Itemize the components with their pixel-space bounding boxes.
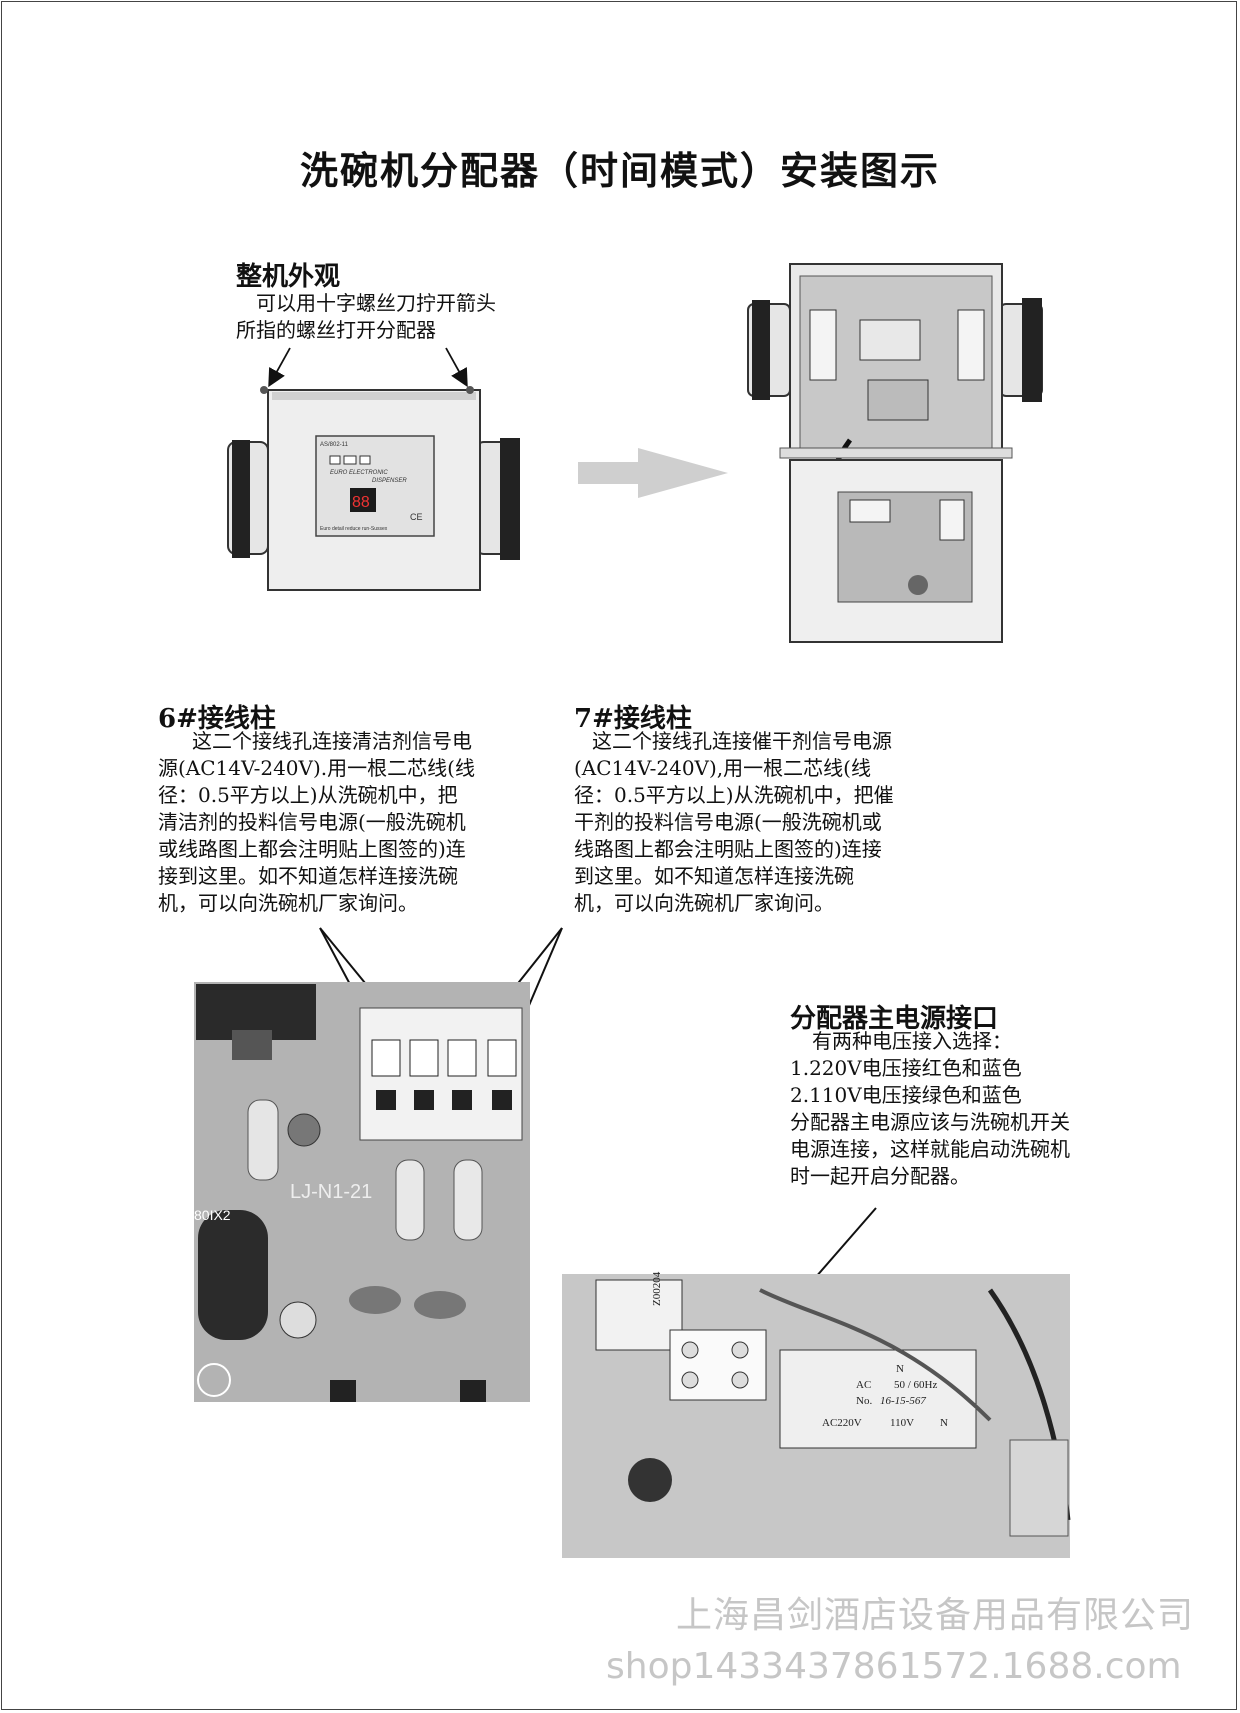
rating-110: 110V [890, 1417, 914, 1429]
power-heading: 分配器主电源接口 [790, 1004, 999, 1034]
terminal7-heading: 7#接线柱 [574, 704, 692, 734]
overview-heading: 整机外观 [236, 262, 341, 292]
page-title: 洗碗机分配器（时间模式）安装图示 [299, 148, 940, 193]
rating-ac: AC [856, 1379, 871, 1391]
terminal6-line: 或线路图上都会注明贴上图签的)连 [158, 837, 466, 861]
rating-n: N [896, 1363, 904, 1375]
pcb-photo-labels: LJ-N1-21 80IX2 [194, 1181, 372, 1223]
transformer-photo [562, 1274, 1071, 1558]
power-line: 2.110V电压接绿色和蓝色 [790, 1083, 1022, 1107]
power-line: 有两种电压接入选择： [812, 1029, 1012, 1053]
terminal6-line: 这二个接线孔连接清洁剂信号电 [192, 729, 472, 753]
terminal6-heading: 6#接线柱 [158, 704, 276, 734]
watermark-url: shop1433437861572.1688.com [606, 1646, 1182, 1687]
rating-ac220: AC220V [822, 1417, 862, 1429]
terminal6-line: 源(AC14V-240V).用一根二芯线(线 [158, 756, 475, 780]
panel-brand-2: DISPENSER [372, 478, 407, 484]
transformer-labels: Z00204 N AC 50 / 60Hz No. 16-15-567 AC22… [651, 1271, 948, 1429]
panel-ce: CE [410, 512, 423, 522]
panel-model: AS/802-11 [320, 442, 349, 448]
watermark-company: 上海昌剑酒店设备用品有限公司 [676, 1595, 1195, 1636]
panel-brand-1: EURO ELECTRONIC [330, 470, 388, 476]
terminal7-line: 机，可以向洗碗机厂家询问。 [574, 891, 834, 915]
power-line: 1.220V电压接红色和蓝色 [790, 1056, 1022, 1080]
screw-arrow-right [445, 347, 468, 388]
terminal7-line: 干剂的投料信号电源(一般洗碗机或 [574, 810, 882, 834]
terminal6-line: 接到这里。如不知道怎样连接洗碗 [158, 864, 458, 888]
terminal6-line: 清洁剂的投料信号电源(一般洗碗机 [158, 810, 466, 834]
power-line: 分配器主电源应该与洗碗机开关 [790, 1110, 1070, 1134]
terminal7-line: 这二个接线孔连接催干剂信号电源 [592, 729, 892, 753]
closed-dispenser-photo [227, 386, 520, 591]
terminal7-text: 这二个接线孔连接催干剂信号电源 (AC14V-240V),用一根二芯线(线 径：… [574, 728, 894, 917]
overview-line: 所指的螺丝打开分配器 [236, 318, 436, 342]
terminal7-line: 到这里。如不知道怎样连接洗碗 [574, 864, 854, 888]
overview-text: 可以用十字螺丝刀拧开箭头 所指的螺丝打开分配器 [236, 290, 496, 344]
screw-arrow-left [268, 347, 291, 388]
rating-n2: N [940, 1417, 948, 1429]
terminal6-line: 机，可以向洗碗机厂家询问。 [158, 891, 418, 915]
device-panel-text: AS/802-11 EURO ELECTRONIC DISPENSER 88 C… [320, 442, 423, 532]
panel-footer: Euro detail reduce run-Sussex [320, 526, 388, 532]
opened-dispenser-photo [747, 263, 1043, 643]
pcb-board-code: LJ-N1-21 [290, 1181, 372, 1203]
overview-line: 可以用十字螺丝刀拧开箭头 [256, 291, 496, 315]
power-line: 电源连接，这样就能启动洗碗机 [790, 1137, 1070, 1161]
rating-no: No. [856, 1395, 872, 1407]
pcb-photo [194, 982, 530, 1402]
terminal7-line: (AC14V-240V),用一根二芯线(线 [574, 756, 871, 780]
power-text: 有两种电压接入选择： 1.220V电压接红色和蓝色 2.110V电压接绿色和蓝色… [790, 1028, 1070, 1190]
terminal6-line: 径：0.5平方以上)从洗碗机中，把 [158, 783, 458, 807]
gray-arrow [578, 448, 728, 498]
pcb-part-label: 80IX2 [194, 1207, 231, 1223]
power-line: 时一起开启分配器。 [790, 1164, 970, 1188]
terminal6-text: 这二个接线孔连接清洁剂信号电 源(AC14V-240V).用一根二芯线(线 径：… [158, 728, 475, 917]
terminal7-line: 线路图上都会注明贴上图签的)连接 [574, 837, 882, 861]
panel-display: 88 [352, 494, 370, 511]
rating-handwritten: 16-15-567 [880, 1395, 926, 1407]
terminal7-line: 径：0.5平方以上)从洗碗机中，把催 [574, 783, 894, 807]
transformer-side-code: Z00204 [651, 1271, 663, 1306]
rating-freq: 50 / 60Hz [894, 1379, 938, 1391]
